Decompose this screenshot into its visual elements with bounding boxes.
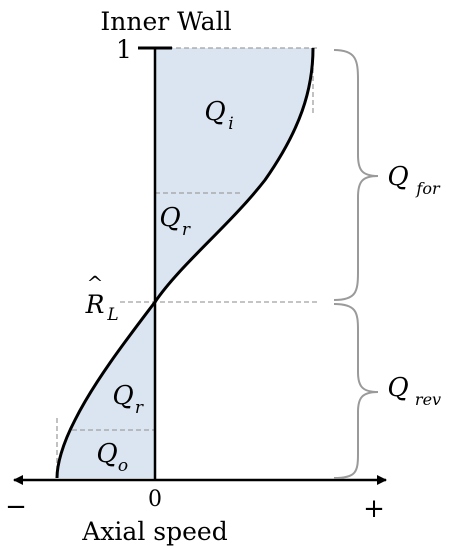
qo-label: Q o [96, 439, 128, 476]
radius-label: ^ R L [85, 271, 119, 325]
q-forward-sub: for [415, 179, 441, 198]
qo-sub: o [118, 456, 128, 476]
axial-speed-label: Axial speed [81, 517, 227, 546]
q-reverse-sub: rev [415, 390, 441, 409]
qr-upper-main: Q [159, 203, 180, 233]
inner-wall-title: Inner Wall [100, 7, 231, 36]
radius-label-subscript: L [106, 305, 118, 325]
zero-label: 0 [148, 487, 162, 512]
q-forward-main: Q [387, 162, 408, 192]
radius-label-hat: ^ [87, 271, 104, 295]
qi-label: Q i [204, 97, 233, 134]
minus-label: − [5, 492, 27, 522]
qr-upper-sub: r [182, 220, 191, 240]
q-reverse-label: Q rev [387, 373, 441, 409]
qr-lower-main: Q [112, 381, 133, 411]
lower-shaded-region [57, 302, 155, 478]
upper-shaded-region [155, 48, 313, 302]
qr-upper-label: Q r [159, 203, 191, 240]
radius-label-symbol: R [85, 290, 105, 319]
qo-main: Q [96, 439, 117, 469]
velocity-curve [55, 47, 315, 479]
qr-lower-label: Q r [112, 381, 144, 418]
forward-brace [333, 49, 379, 301]
plus-label: + [363, 494, 385, 524]
qr-lower-sub: r [135, 398, 144, 418]
reverse-brace [333, 303, 379, 479]
q-reverse-main: Q [387, 373, 408, 403]
qi-main: Q [204, 97, 225, 127]
q-forward-label: Q for [387, 162, 441, 198]
top-tick-label: 1 [116, 35, 132, 64]
qi-sub: i [228, 114, 233, 134]
